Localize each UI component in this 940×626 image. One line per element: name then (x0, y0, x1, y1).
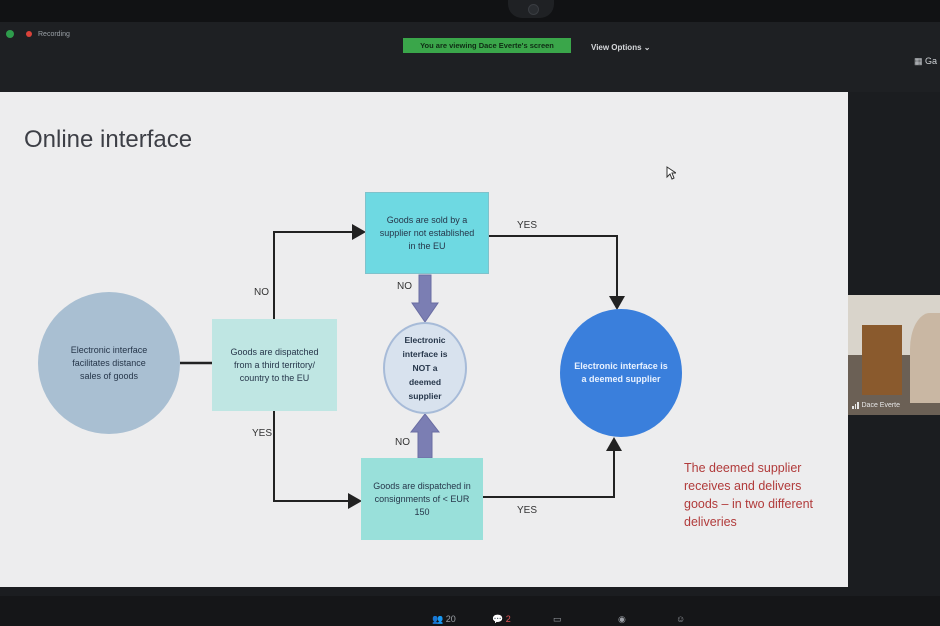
recording-label: Recording (38, 30, 70, 38)
slide-note: The deemed supplier receives and deliver… (684, 461, 814, 529)
gallery-label: Ga (925, 56, 938, 66)
video-shelf (862, 325, 902, 395)
monitor-bezel (0, 0, 940, 22)
arrow-top-to-center (411, 274, 439, 323)
zoom-top-bar (0, 22, 940, 92)
connector-top-to-right (489, 235, 625, 310)
recording-indicator: Recording (6, 30, 70, 38)
camera-lens (528, 4, 539, 15)
label-yes-left: YES (252, 428, 273, 439)
flow-connectors (180, 224, 625, 509)
deemed-supplier-circle: Electronic interface is a deemed supplie… (560, 309, 682, 437)
consignment-box: Goods are dispatched in consignments of … (361, 458, 483, 540)
participant-video-tile[interactable] (848, 295, 940, 415)
not-deemed-supplier-circle: Electronic interface is NOT a deemed sup… (383, 322, 467, 414)
signal-strength-icon (852, 402, 859, 409)
gallery-view-button[interactable]: ▦ Ga (914, 56, 937, 67)
chat-badge: 2 (505, 614, 511, 624)
participant-name: Dace Everte (861, 402, 901, 409)
share-icon: ▭ (553, 614, 562, 624)
start-circle: Electronic interface facilitates distanc… (38, 292, 180, 434)
participant-name-tag: Dace Everte (852, 402, 900, 409)
share-screen-button[interactable]: ▭ (553, 614, 562, 625)
participants-count: 20 (445, 614, 456, 624)
label-no-top: NO (397, 281, 412, 292)
connector-bottom-to-right (483, 437, 622, 498)
reactions-button[interactable]: ☺ (676, 614, 685, 624)
chat-icon: 💬 (492, 614, 504, 624)
connector-mid-to-top (273, 224, 366, 319)
mouse-pointer-icon (666, 166, 676, 180)
connector-mid-to-bottom (273, 411, 362, 509)
record-button[interactable]: ◉ (618, 614, 626, 625)
record-icon: ◉ (618, 614, 626, 624)
shared-slide: Online interface Electronic interface fa… (0, 92, 848, 587)
meeting-toolbar (0, 596, 940, 626)
shield-icon (6, 30, 14, 38)
label-yes-top: YES (517, 220, 538, 231)
arrow-bottom-to-center (409, 413, 441, 459)
grid-icon: ▦ (914, 56, 923, 66)
supplier-box: Goods are sold by a supplier not establi… (365, 192, 489, 274)
chat-button[interactable]: 💬 2 (492, 614, 511, 625)
view-options-button[interactable]: View Options ⌄ (591, 43, 651, 52)
label-yes-bottom: YES (517, 505, 538, 516)
viewing-screen-banner: You are viewing Dace Everte's screen (403, 38, 571, 53)
participants-button[interactable]: 👥 20 (432, 614, 456, 625)
slide-title: Online interface (24, 126, 193, 153)
video-person (910, 313, 940, 403)
label-no-bottom: NO (395, 437, 410, 448)
label-no-left: NO (254, 287, 269, 298)
dispatch-origin-box: Goods are dispatched from a third territ… (212, 319, 337, 411)
reactions-icon: ☺ (676, 614, 686, 624)
record-dot-icon (26, 31, 32, 37)
participants-icon: 👥 (432, 614, 444, 624)
